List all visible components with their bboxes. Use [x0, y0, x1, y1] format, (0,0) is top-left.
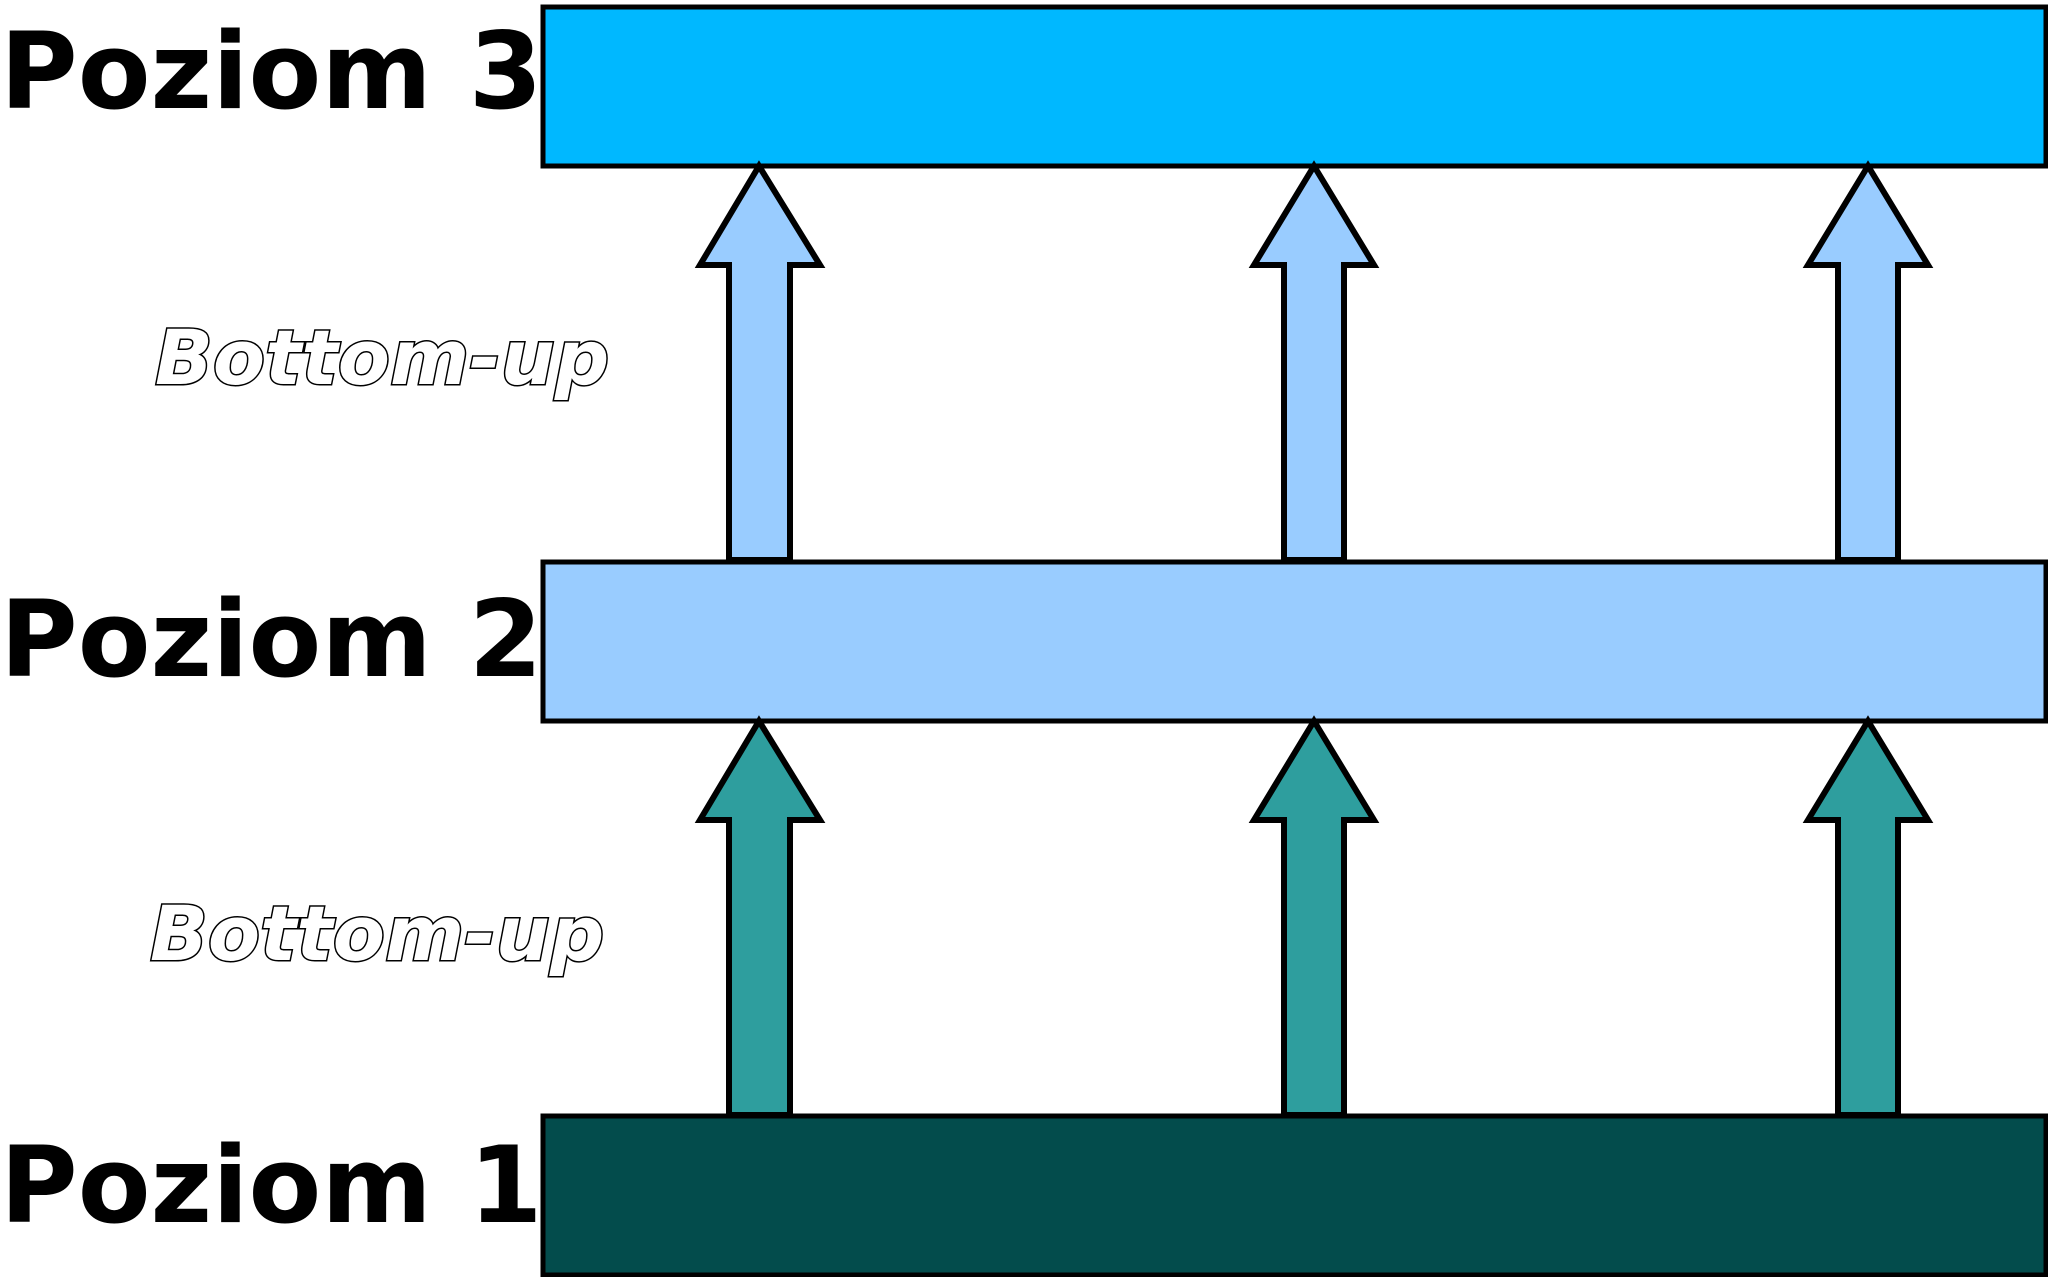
arrow-up-icon — [1248, 160, 1380, 563]
bottom-up-label-lower: Bottom-up — [150, 889, 604, 978]
level-2-bar — [540, 559, 2048, 724]
bottom-up-label-upper: Bottom-up — [155, 313, 609, 402]
arrow-up-icon — [694, 160, 826, 563]
arrow-up-icon — [1802, 160, 1934, 563]
arrow-up-icon — [1248, 715, 1380, 1118]
level-2-label: Poziom 2 — [0, 578, 542, 701]
level-3-label: Poziom 3 — [0, 10, 542, 133]
level-1-bar — [540, 1113, 2048, 1277]
level-3-bar — [540, 4, 2048, 169]
arrow-up-icon — [694, 715, 826, 1118]
level-1-label: Poziom 1 — [0, 1124, 542, 1247]
arrow-up-icon — [1802, 715, 1934, 1118]
